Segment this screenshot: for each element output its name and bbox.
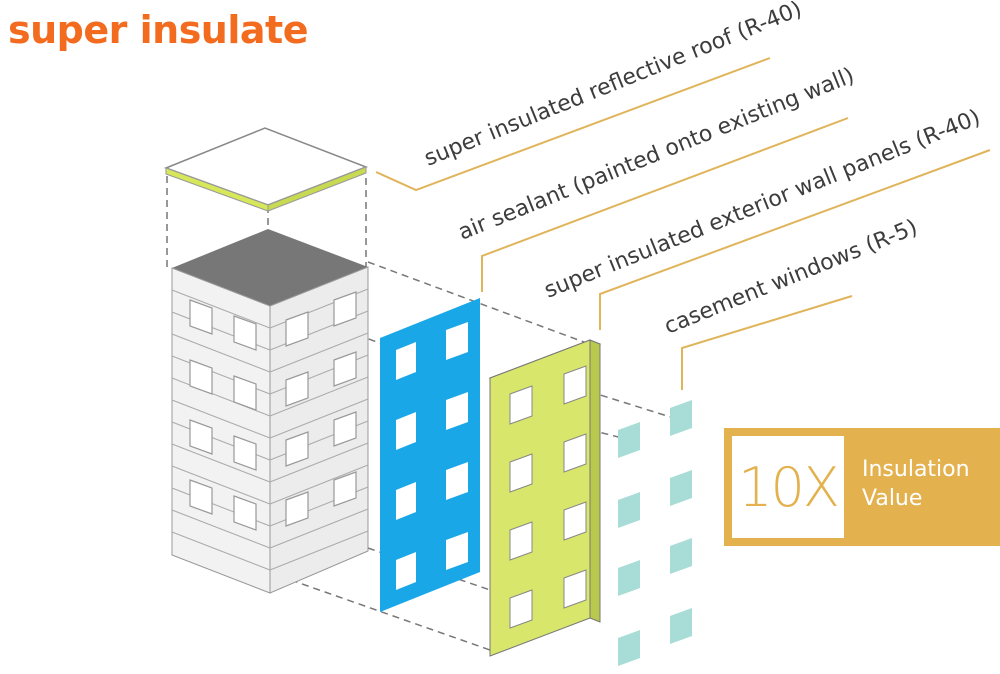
brick-building bbox=[171, 229, 369, 594]
casement-windows bbox=[618, 400, 692, 666]
exterior-wall-panel bbox=[488, 339, 602, 657]
building-left-face bbox=[171, 267, 271, 594]
roof-slab bbox=[163, 127, 369, 212]
insulation-value-number: 10X bbox=[732, 436, 844, 538]
air-sealant-layer bbox=[380, 298, 480, 612]
leader-lines bbox=[375, 57, 991, 390]
insulation-label-line1: Insulation bbox=[862, 457, 970, 482]
insulation-value-label: Insulation Value bbox=[862, 455, 997, 513]
callout-air-sealant: air sealant (painted onto existing wall) bbox=[455, 63, 858, 245]
page-title: super insulate bbox=[8, 8, 308, 52]
callout-wall-panels: super insulated exterior wall panels (R-… bbox=[541, 105, 984, 303]
callout-roof: super insulated reflective roof (R-40) bbox=[421, 0, 806, 172]
roof-slab-edge-right bbox=[267, 166, 367, 212]
insulation-label-line2: Value bbox=[862, 486, 923, 511]
